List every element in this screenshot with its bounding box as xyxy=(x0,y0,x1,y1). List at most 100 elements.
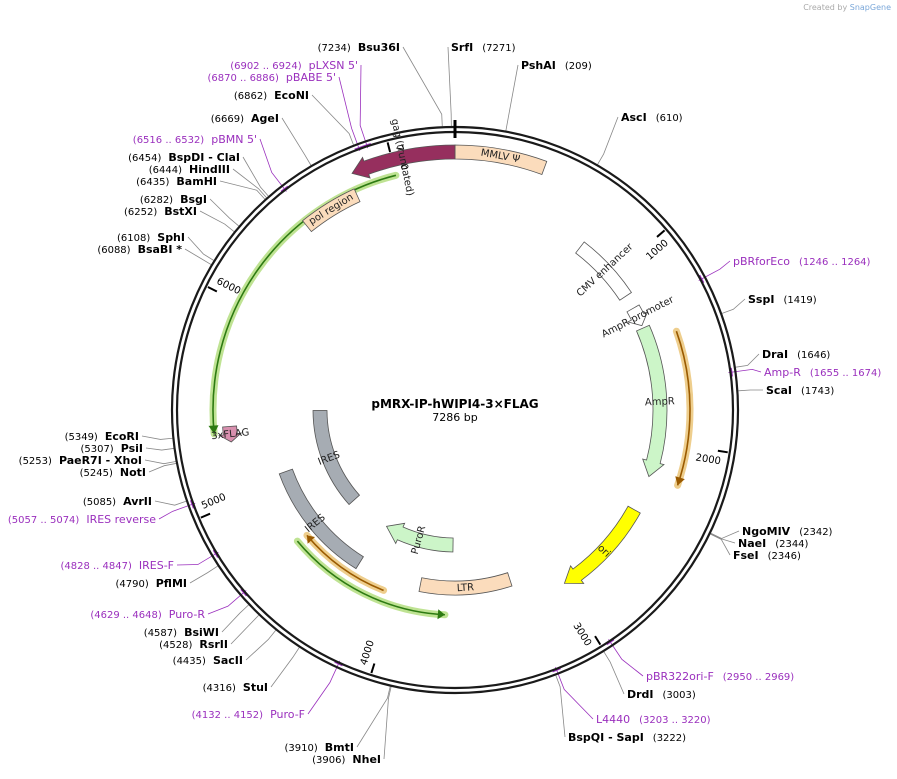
enzyme-position: (5307) xyxy=(80,444,113,455)
enzyme-leader-line xyxy=(555,675,566,738)
enzyme-position: (5253) xyxy=(19,456,52,467)
enzyme-leader-line xyxy=(148,463,177,473)
feature-shape[interactable] xyxy=(351,144,456,179)
primer-name[interactable]: IRES-F xyxy=(139,559,174,572)
orf-glow-arc xyxy=(209,171,400,438)
enzyme-name[interactable]: NaeI xyxy=(738,537,766,550)
enzyme-name[interactable]: SphI xyxy=(157,231,185,244)
enzyme-name[interactable]: BsiWI xyxy=(184,626,219,639)
enzyme-position: (3910) xyxy=(285,743,318,754)
enzyme-name[interactable]: NotI xyxy=(120,466,146,479)
feature-shape[interactable] xyxy=(218,425,243,443)
feature-shape[interactable] xyxy=(626,304,649,327)
enzyme-name[interactable]: SacII xyxy=(213,654,243,667)
enzyme-name[interactable]: ScaI xyxy=(766,384,792,397)
enzyme-name[interactable]: StuI xyxy=(243,681,268,694)
primer-name[interactable]: Puro-F xyxy=(270,708,305,721)
enzyme-position: (4790) xyxy=(115,579,148,590)
primer-leader-line xyxy=(259,138,287,192)
enzyme-leader-line xyxy=(141,435,173,440)
enzyme-name[interactable]: RsrII xyxy=(199,638,228,651)
bp-tick-label: 4000 xyxy=(359,639,377,667)
enzyme-name[interactable]: SrfI xyxy=(451,41,473,54)
enzyme-leader-line xyxy=(221,604,249,633)
site-labels: Bsu36I(7234)SrfI(7271)PshAI(209)AscI(610… xyxy=(8,41,881,766)
enzyme-position: (3906) xyxy=(312,755,345,766)
snapgene-watermark: Created by SnapGene xyxy=(803,3,891,12)
primer-name[interactable]: L4440 xyxy=(596,713,630,726)
enzyme-leader-line xyxy=(710,533,731,556)
enzyme-name[interactable]: NgoMIV xyxy=(742,525,791,538)
enzyme-leader-line xyxy=(199,210,235,232)
enzyme-position: (7234) xyxy=(318,43,351,54)
primer-name[interactable]: Puro-R xyxy=(169,608,206,621)
enzyme-name[interactable]: Bsu36I xyxy=(358,41,400,54)
enzyme-name[interactable]: BmtI xyxy=(325,741,354,754)
primer-name[interactable]: pBR322ori-F xyxy=(646,670,714,683)
feature-shape[interactable] xyxy=(312,410,361,506)
orf-arrowhead xyxy=(437,609,445,620)
enzyme-leader-line xyxy=(402,46,443,127)
feature-shape[interactable] xyxy=(418,572,513,596)
enzyme-name[interactable]: DrdI xyxy=(627,688,654,701)
enzyme-name[interactable]: HindIII xyxy=(189,163,230,176)
enzyme-name[interactable]: BstXI xyxy=(164,205,197,218)
enzyme-name[interactable]: PaeR7I - XhoI xyxy=(59,454,142,467)
feature-shape[interactable] xyxy=(385,522,454,553)
primer-position: (1655 .. 1674) xyxy=(810,368,882,379)
enzyme-position: (4316) xyxy=(203,683,236,694)
enzyme-name[interactable]: AgeI xyxy=(251,112,279,125)
enzyme-position: (5085) xyxy=(83,497,116,508)
enzyme-name[interactable]: DraI xyxy=(762,348,788,361)
enzyme-leader-line xyxy=(597,116,619,165)
enzyme-name[interactable]: FseI xyxy=(733,549,759,562)
enzyme-leader-line xyxy=(187,236,214,261)
primer-position: (1246 .. 1264) xyxy=(799,257,871,268)
primer-position: (3203 .. 3220) xyxy=(639,715,711,726)
enzyme-name[interactable]: BspQI - SapI xyxy=(568,731,644,744)
enzyme-leader-line xyxy=(603,651,625,695)
enzyme-position: (3003) xyxy=(663,690,696,701)
enzyme-leader-line xyxy=(144,459,176,465)
primer-position: (6870 .. 6886) xyxy=(208,73,280,84)
enzyme-position: (1419) xyxy=(783,295,816,306)
enzyme-name[interactable]: EcoRI xyxy=(105,430,139,443)
enzyme-name[interactable]: AvrII xyxy=(123,495,152,508)
primer-leader-line xyxy=(307,660,341,715)
primer-name[interactable]: Amp-R xyxy=(764,366,801,379)
enzyme-name[interactable]: BspDI - ClaI xyxy=(168,151,240,164)
enzyme-name[interactable]: SspI xyxy=(748,293,774,306)
feature-shape[interactable] xyxy=(278,468,364,570)
enzyme-leader-line xyxy=(242,156,269,197)
enzyme-name[interactable]: BsaBI * xyxy=(138,243,183,256)
bp-tick-mark xyxy=(656,229,666,238)
orf-arc xyxy=(675,330,691,486)
enzyme-name[interactable]: NheI xyxy=(352,753,381,766)
enzyme-leader-line xyxy=(738,389,764,392)
enzyme-name[interactable]: PflMI xyxy=(156,577,187,590)
feature-shape[interactable] xyxy=(635,324,668,478)
enzyme-leader-line xyxy=(154,500,187,506)
feature-shape[interactable] xyxy=(575,241,632,301)
feature-shape[interactable] xyxy=(454,144,548,176)
primer-name[interactable]: pLXSN 5' xyxy=(309,59,358,72)
enzyme-name[interactable]: BamHI xyxy=(176,175,217,188)
enzyme-name[interactable]: BsgI xyxy=(180,193,207,206)
enzyme-name[interactable]: PsiI xyxy=(121,442,143,455)
enzyme-name[interactable]: PshAI xyxy=(521,59,556,72)
enzyme-name[interactable]: EcoNI xyxy=(274,89,309,102)
enzyme-leader-line xyxy=(710,533,736,544)
enzyme-position: (3222) xyxy=(653,733,686,744)
primer-position: (5057 .. 5074) xyxy=(8,515,80,526)
enzyme-leader-line xyxy=(356,686,391,748)
feature-shape[interactable] xyxy=(302,188,361,233)
orf-arc xyxy=(296,540,445,616)
primer-name[interactable]: pBRforEco xyxy=(733,255,790,268)
primer-name[interactable]: pBABE 5' xyxy=(286,71,336,84)
bp-tick-mark xyxy=(386,142,392,153)
feature-shape[interactable] xyxy=(563,505,641,584)
primer-name[interactable]: IRES reverse xyxy=(86,513,156,526)
primer-name[interactable]: pBMN 5' xyxy=(211,133,257,146)
enzyme-name[interactable]: AscI xyxy=(621,111,647,124)
